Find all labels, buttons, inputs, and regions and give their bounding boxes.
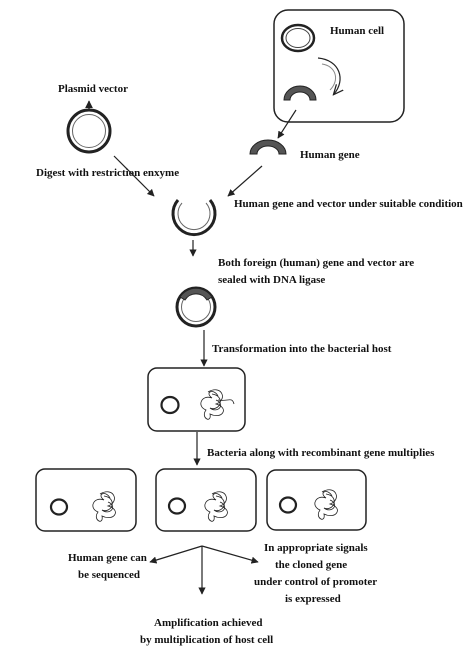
bacteria-box-2 — [155, 468, 257, 532]
bacteria-box-3 — [266, 469, 367, 531]
human-cell-extract-arrow — [317, 57, 340, 94]
plasmid-vector-ring — [66, 108, 112, 154]
arrow-to-expressed — [201, 545, 259, 564]
transformation-label: Transformation into the bacterial host — [212, 343, 392, 355]
digest-label: Digest with restriction enxyme — [36, 167, 179, 179]
bacteria-1-chromosome — [92, 491, 116, 522]
bacteria-2-plasmid — [167, 497, 187, 515]
arrow-cell-to-gene — [277, 109, 297, 139]
amplification-label-line2: by multiplication of host cell — [140, 634, 273, 646]
opened-vector-ring — [171, 199, 217, 237]
expressed-label-line1: In appropriate signals — [264, 542, 368, 554]
human-cell-label: Human cell — [330, 25, 384, 37]
recombinant-plasmid — [175, 286, 217, 328]
amplification-label-line1: Amplification achieved — [154, 617, 262, 629]
human-cell: Human cell — [273, 9, 405, 123]
bacterial-host — [147, 367, 246, 432]
bacteria-box-1 — [35, 468, 137, 532]
ligase-label-line1: Both foreign (human) gene and vector are — [218, 257, 414, 269]
expressed-label-line3: under control of promoter — [254, 576, 377, 588]
gene-and-vector-label: Human gene and vector under suitable con… — [234, 198, 463, 210]
arrow-plasmid-to-open — [113, 155, 155, 197]
bacterial-chromosome — [200, 389, 235, 420]
bacteria-1-plasmid — [49, 498, 69, 516]
bacteria-3-chromosome — [314, 489, 338, 520]
expressed-label-line4: is expressed — [285, 593, 341, 605]
bacterial-plasmid — [160, 395, 180, 415]
inserted-gene — [179, 287, 213, 301]
arrow-gene-to-open — [227, 165, 263, 197]
bacteria-3-plasmid — [278, 496, 298, 514]
expressed-label-line2: the cloned gene — [275, 559, 347, 571]
multiplies-label: Bacteria along with recombinant gene mul… — [207, 447, 435, 459]
human-cell-gene-fragment — [283, 85, 317, 101]
bacterial-host-box — [147, 367, 246, 432]
human-cell-extract-arrow-shadow — [321, 63, 337, 91]
human-gene-label: Human gene — [300, 149, 360, 161]
human-gene-fragment — [249, 139, 287, 155]
ligase-label-line2: sealed with DNA ligase — [218, 274, 325, 286]
opened-vector-ring-inner — [177, 202, 211, 231]
sequenced-label-line1: Human gene can — [68, 552, 147, 564]
bacteria-2-chromosome — [204, 491, 228, 522]
human-cell-nucleus-inner — [285, 28, 311, 48]
plasmid-vector-ring-inner — [72, 114, 106, 148]
human-cell-nucleus-ring — [280, 23, 316, 53]
plasmid-vector-label: Plasmid vector — [58, 83, 128, 95]
arrow-to-sequenced — [149, 545, 203, 564]
sequenced-label-line2: be sequenced — [78, 569, 140, 581]
